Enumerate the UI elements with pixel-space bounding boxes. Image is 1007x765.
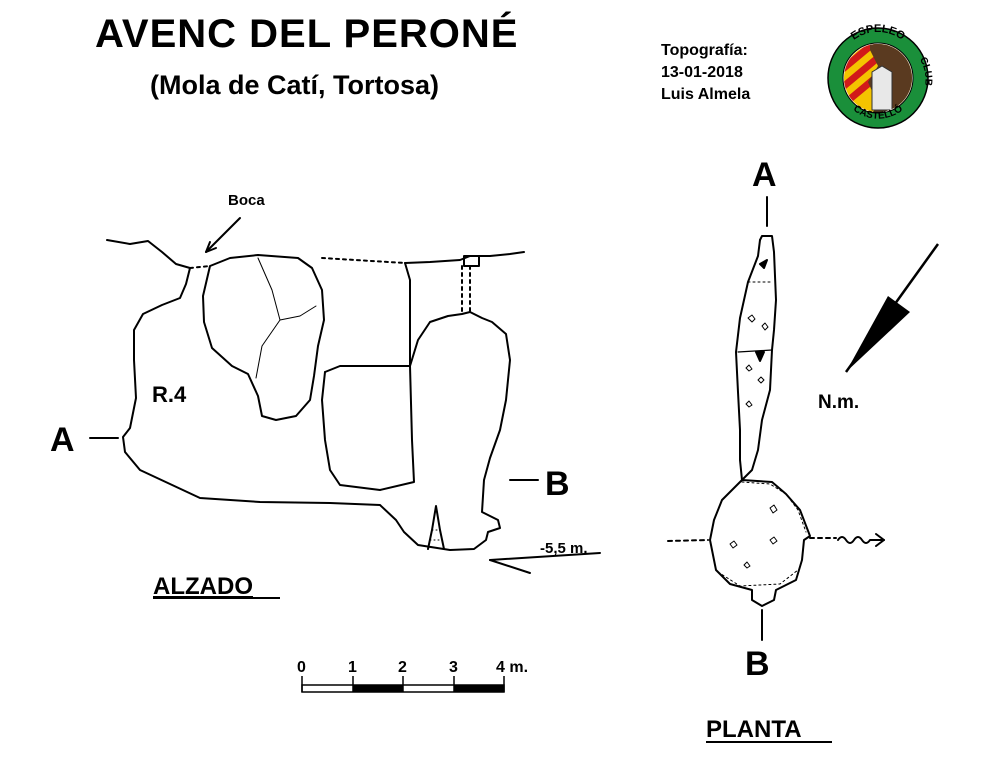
plan-chamber [709,479,811,607]
plan-section-a: A [752,156,777,194]
scale-tick-0: 0 [297,659,306,676]
block-crack-1 [255,257,281,379]
depth-arrow-head [489,559,531,574]
logo-text-top: ESPELEO [849,23,907,43]
surface-dotted-middle [321,257,406,264]
surface-left [106,239,191,269]
block-crack-2 [279,305,317,321]
scale-tick-1: 1 [348,659,357,676]
plan-passage-west [667,539,709,542]
elevation-heading: ALZADO [153,573,253,600]
plan-flow-arrow [875,533,885,547]
scale-tick-2: 2 [398,659,407,676]
club-logo: ESPELEO CLUB CASTELLÓ [827,23,934,129]
entrance-arrow-line [205,217,241,253]
plan-section-b: B [745,645,770,683]
survey-author: Luis Almela [661,86,751,103]
depth-arrow-line [489,552,601,561]
rock-block [202,254,325,421]
entrance-dotted [189,265,211,269]
plan-pitch-mark-1 [759,259,768,269]
scale-segment-4 [454,685,504,692]
scale-tick-4: 4 m. [496,659,528,676]
plan-heading: PLANTA [706,716,802,743]
depth-label: -5,5 m. [540,540,588,557]
plan-water-flow [837,536,885,544]
survey-date: 13-01-2018 [661,64,743,81]
elevation-section-b: B [545,465,570,503]
entrance-label: Boca [228,192,265,209]
page-subtitle: (Mola de Catí, Tortosa) [150,70,440,100]
plan-drawing [667,196,885,641]
plan-passage-right [741,235,777,481]
elevation-section-a: A [50,421,75,459]
survey-heading: Topografía: [661,42,748,59]
pitch-label: R.4 [152,382,187,407]
central-pillar [321,365,415,491]
elevation-drawing [89,217,601,574]
outer-wall [122,267,511,551]
plan-pitch-mark-2 [755,351,765,362]
entrance-arrow-head [205,241,217,253]
north-arrow-head [846,296,910,372]
page-title: AVENC DEL PERONÉ [95,12,519,56]
notch-wall [404,262,411,367]
plan-passage-left [735,239,761,481]
shaft-cap [463,255,480,267]
scale-bar: 0 1 2 3 4 m. [297,659,528,693]
north-label: N.m. [818,392,859,413]
stalagmite [427,505,445,550]
scale-tick-3: 3 [449,659,458,676]
scale-segment-2 [353,685,403,692]
north-arrow [844,243,940,373]
survey-info: Topografía: 13-01-2018 Luis Almela [661,40,750,106]
